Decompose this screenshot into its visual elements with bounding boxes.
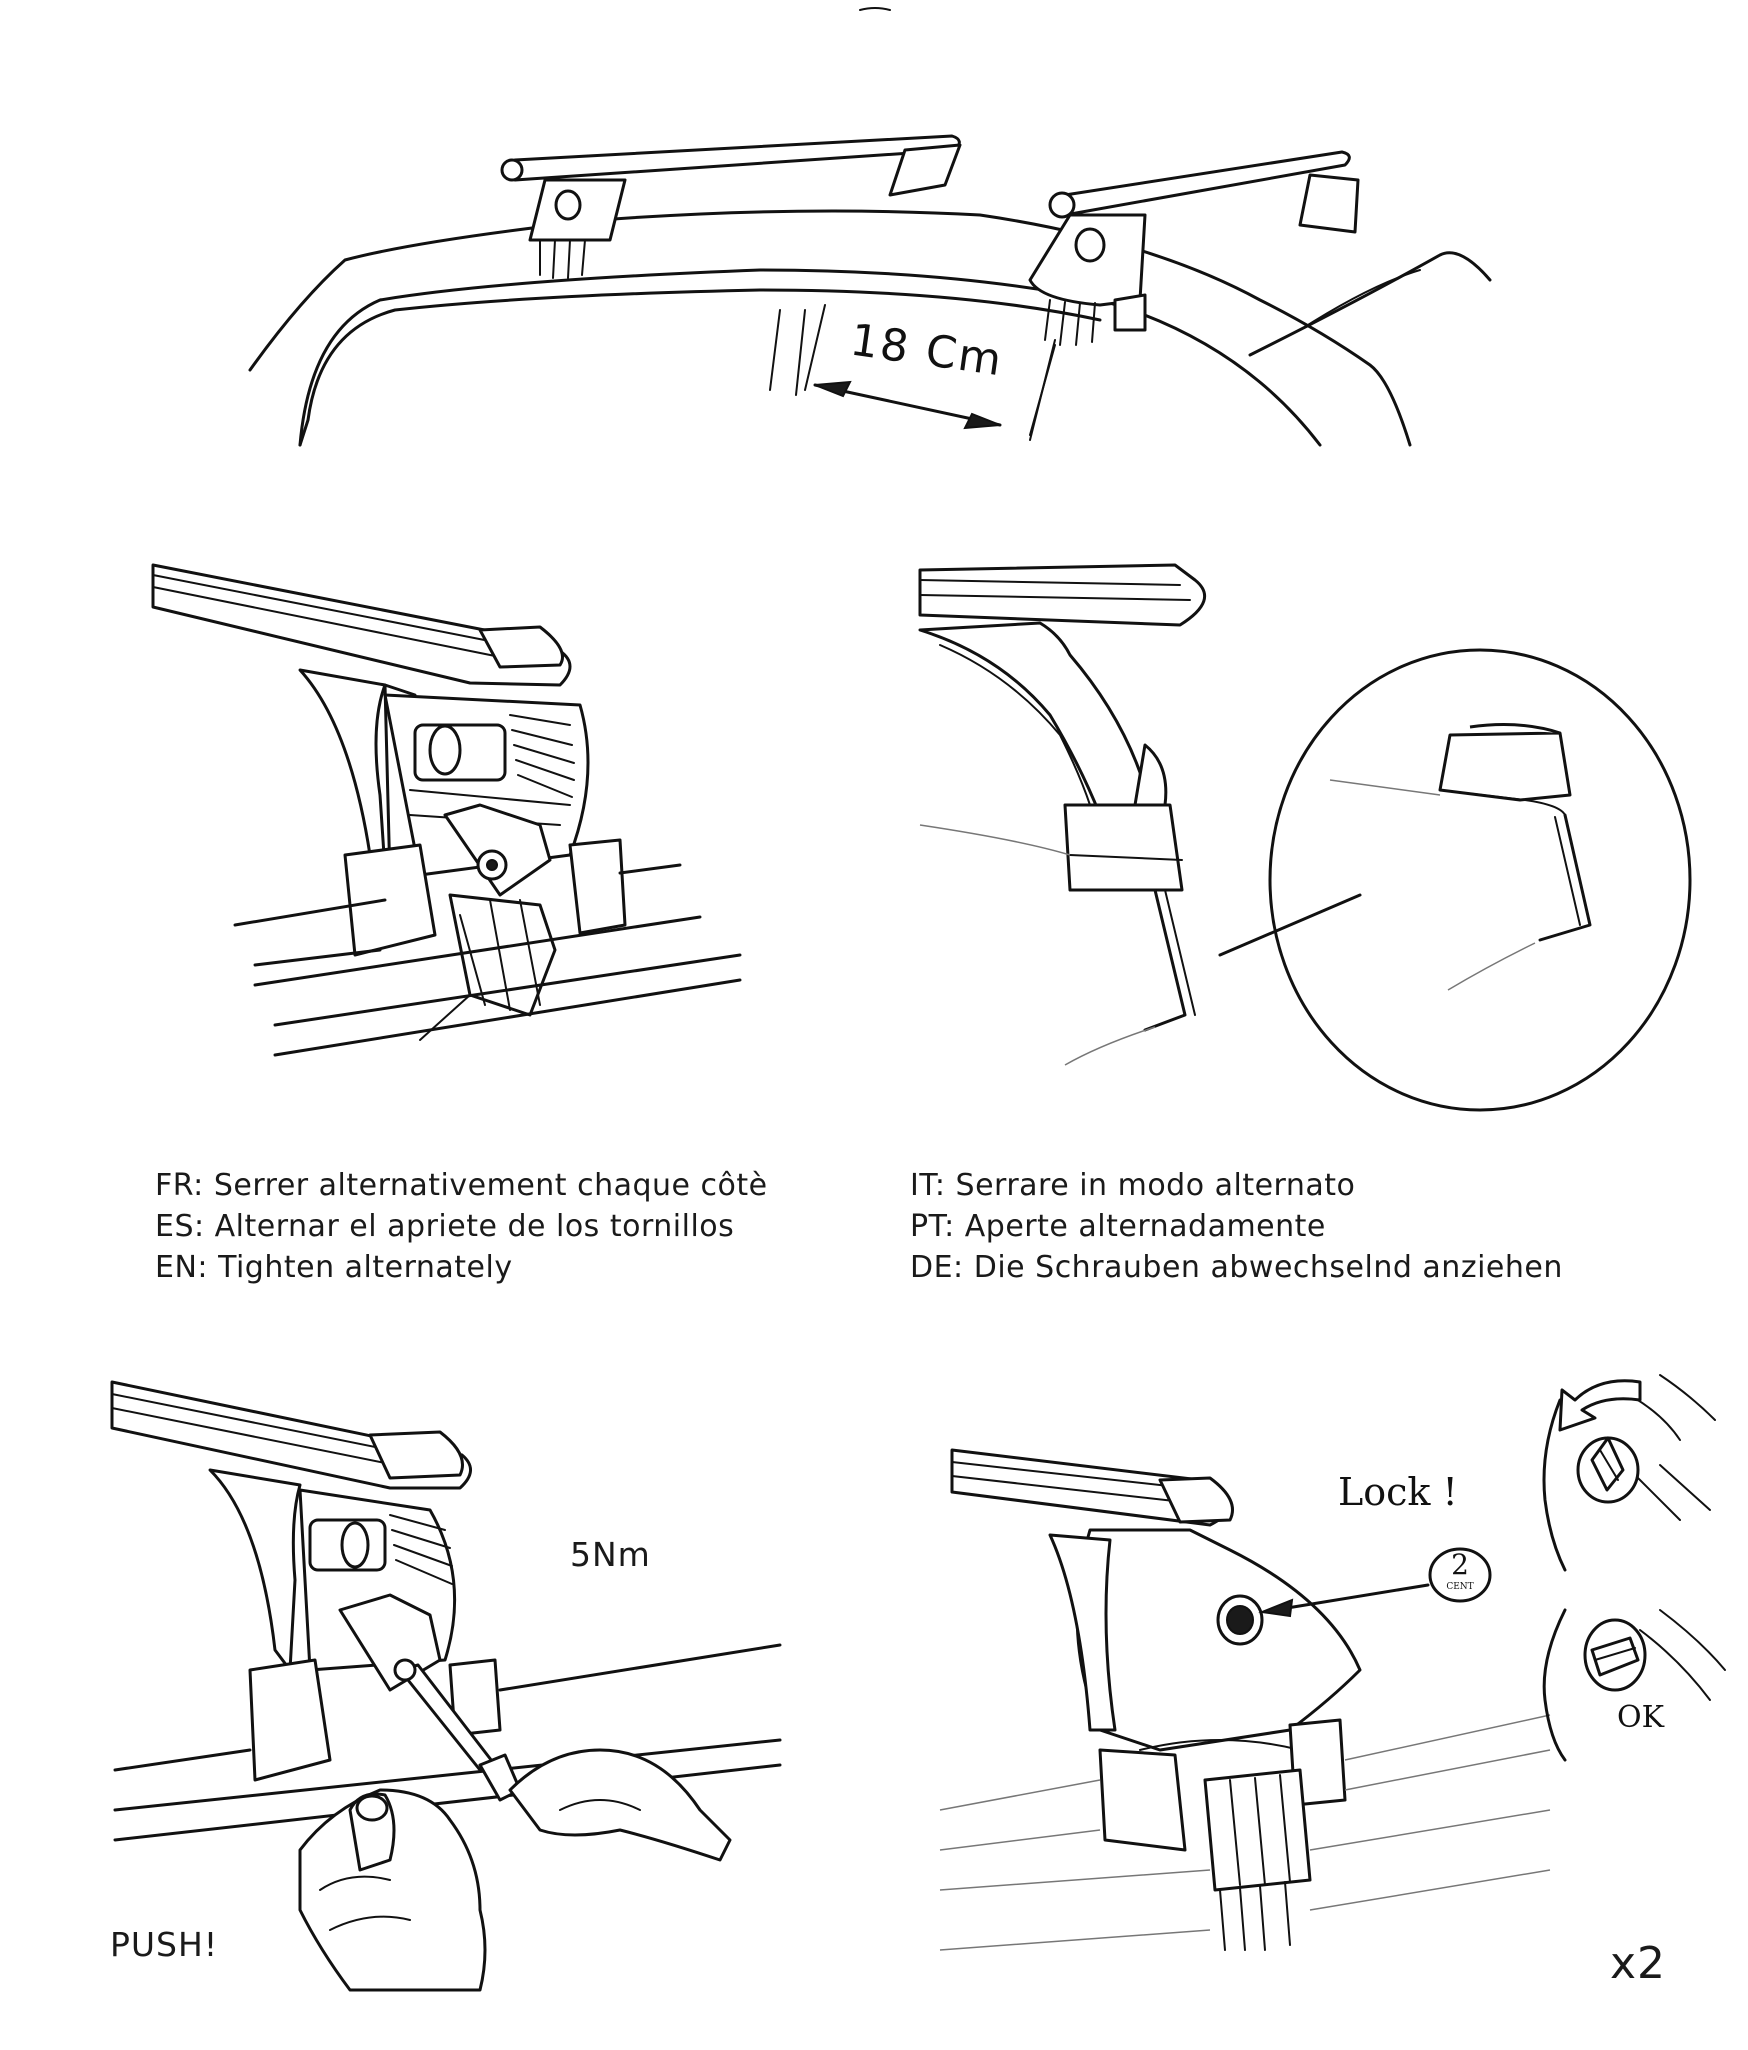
figure-foot-mounted (140, 555, 760, 1055)
step-sub-label: CENT (1446, 1582, 1474, 1592)
quantity-label: x2 (1610, 1938, 1667, 1989)
instructions-right: IT: Serrare in modo alternato PT: Aperte… (910, 1165, 1563, 1288)
instruction-fr: FR: Serrer alternativement chaque côtè (155, 1168, 768, 1203)
lock-label: Lock ! (1338, 1470, 1458, 1514)
figure-lock: Lock ! 2 CENT OK x2 (940, 1370, 1720, 1990)
push-label: PUSH! (110, 1925, 219, 1964)
instruction-es: ES: Alternar el apriete de los tornillos (155, 1209, 735, 1244)
figure-car-roof: 18 Cm (0, 0, 1748, 460)
tighten-screw-drawing (100, 1370, 800, 1990)
step-number: 2 (1451, 1548, 1469, 1581)
instructions-left: FR: Serrer alternativement chaque côtè E… (155, 1165, 768, 1288)
car-roof-drawing (0, 0, 1748, 460)
instruction-pt: PT: Aperte alternadamente (910, 1209, 1326, 1244)
figure-tighten-screw: 5Nm PUSH! (100, 1370, 800, 1990)
figure-foot-detail (920, 555, 1680, 1075)
lock-drawing (940, 1370, 1720, 1990)
instruction-it: IT: Serrare in modo alternato (910, 1168, 1356, 1203)
foot-detail-drawing (920, 555, 1680, 1075)
torque-label: 5Nm (570, 1535, 651, 1574)
ok-label: OK (1617, 1700, 1665, 1735)
instruction-de: DE: Die Schrauben abwechselnd anziehen (910, 1250, 1563, 1285)
instruction-en: EN: Tighten alternately (155, 1250, 513, 1285)
foot-mounted-drawing (140, 555, 760, 1055)
